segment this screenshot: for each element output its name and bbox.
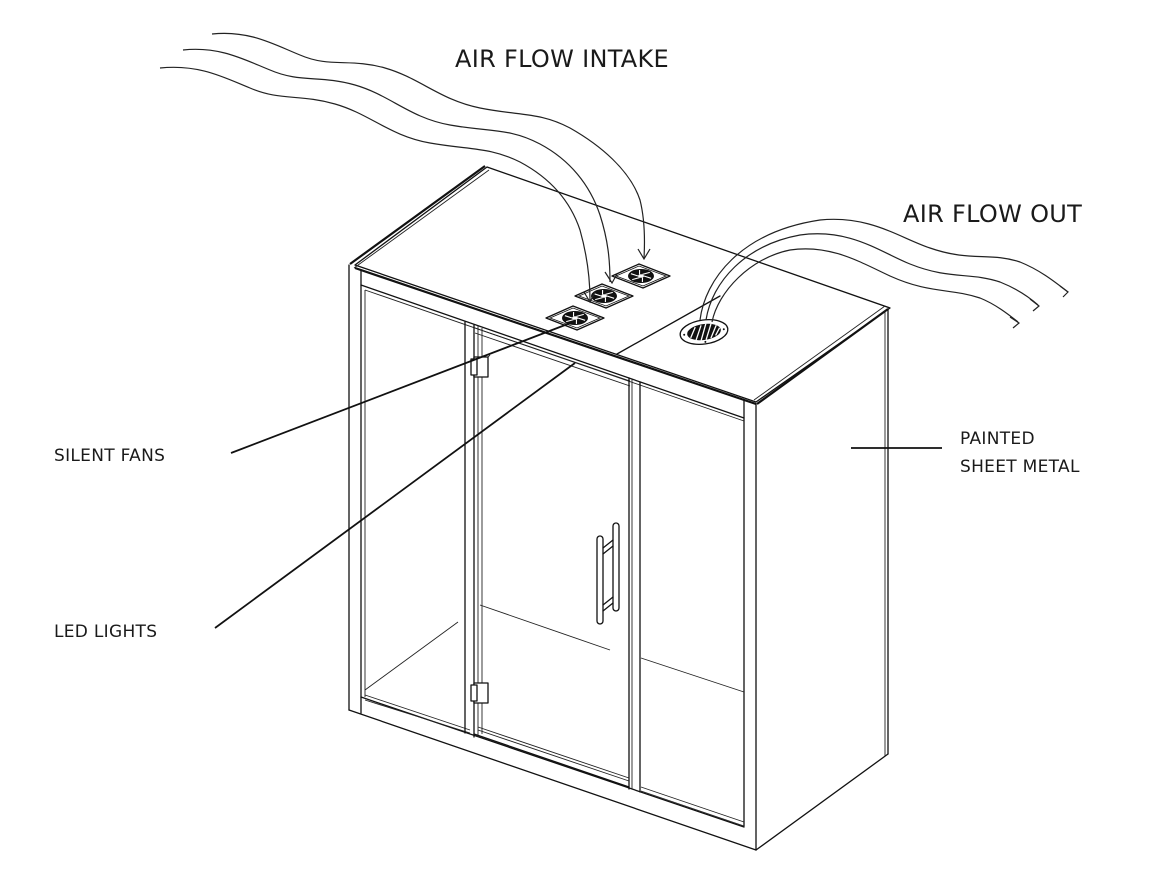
door-handle-icon [597, 523, 619, 624]
silent-fans-leader [231, 322, 573, 453]
painted-sheet-metal-label-line1: PAINTED [960, 429, 1035, 449]
door-hinge-bottom [471, 683, 488, 703]
air-flow-out-label: AIR FLOW OUT [903, 200, 1082, 228]
led-lights-leader [215, 363, 575, 628]
painted-sheet-metal-label-line2: SHEET METAL [960, 457, 1080, 477]
led-lights-label: LED LIGHTS [54, 622, 157, 642]
outflow-arrow-1 [1060, 286, 1068, 297]
outflow-arrow-2 [1030, 299, 1039, 311]
air-flow-intake-label: AIR FLOW INTAKE [455, 45, 669, 73]
booth-top-panel [350, 166, 890, 404]
booth-interior [365, 328, 744, 692]
silent-fans-label: SILENT FANS [54, 446, 165, 466]
